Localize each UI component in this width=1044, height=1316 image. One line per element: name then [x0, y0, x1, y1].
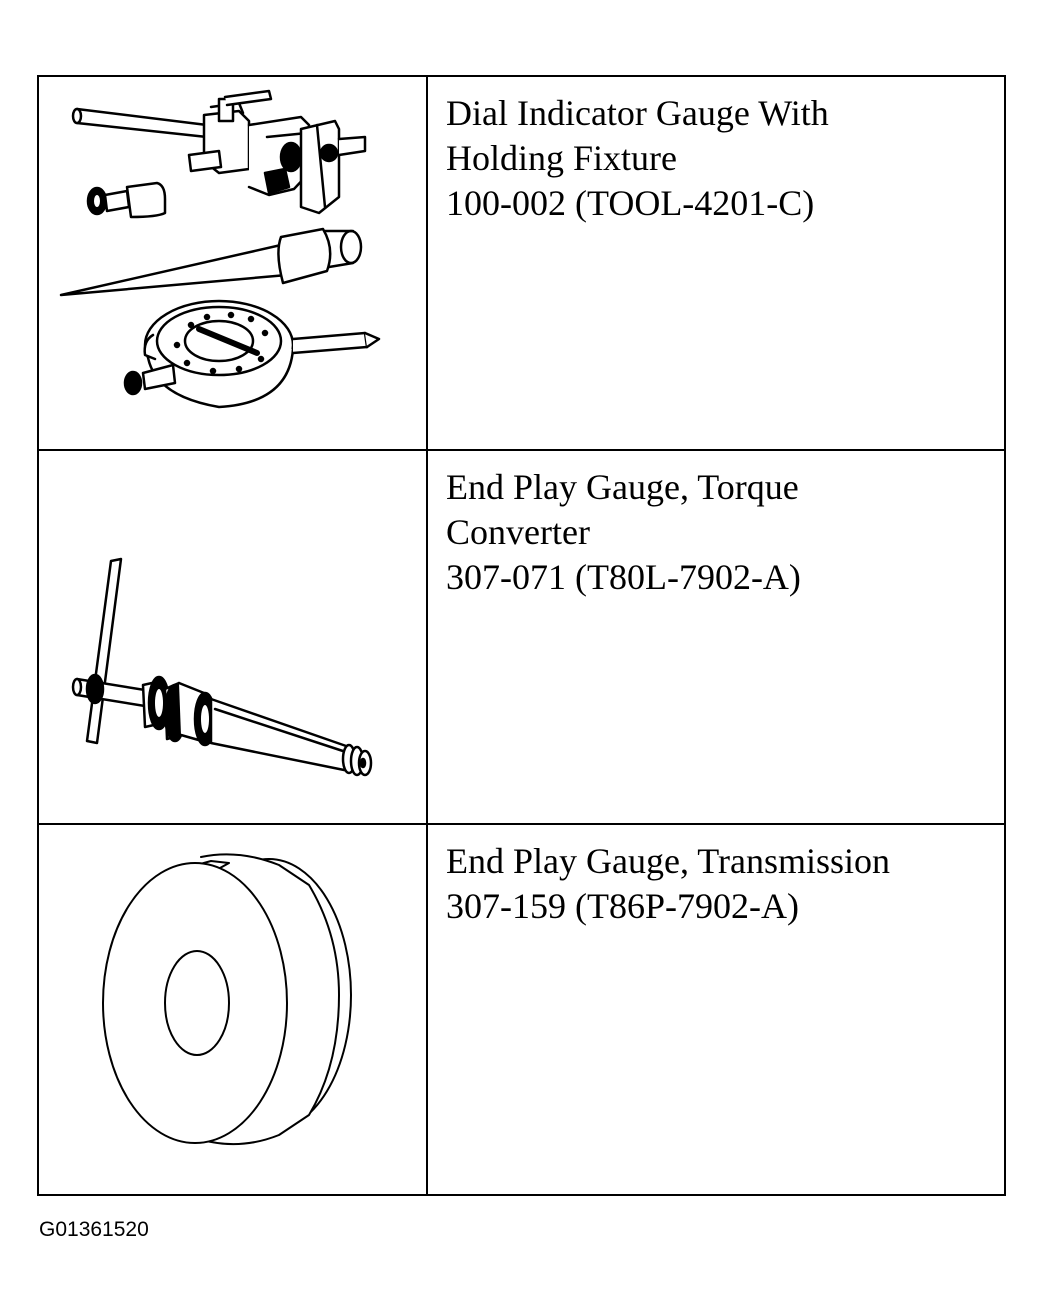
tool-description: Dial Indicator Gauge With Holding Fixtur…	[446, 91, 996, 226]
tool-image-cell	[39, 77, 428, 449]
tool-row: End Play Gauge, Transmission 307-159 (T8…	[39, 825, 1004, 1194]
tool-part-number: 307-071 (T80L-7902-A)	[446, 557, 801, 597]
tool-part-number: 307-159 (T86P-7902-A)	[446, 886, 799, 926]
special-tools-table: Dial Indicator Gauge With Holding Fixtur…	[37, 75, 1006, 1196]
tool-image-cell	[39, 825, 428, 1194]
tool-name-line: Converter	[446, 512, 590, 552]
tool-description: End Play Gauge, Transmission 307-159 (T8…	[446, 839, 996, 929]
dial-indicator-gauge-icon	[59, 89, 381, 409]
tool-name-line: End Play Gauge, Torque	[446, 467, 799, 507]
tool-name-line: Holding Fixture	[446, 138, 677, 178]
end-play-gauge-transmission-icon	[102, 853, 352, 1146]
tool-row: End Play Gauge, Torque Converter 307-071…	[39, 451, 1004, 825]
end-play-gauge-torque-converter-icon	[71, 557, 373, 777]
tool-name-line: Dial Indicator Gauge With	[446, 93, 829, 133]
figure-id: G01361520	[39, 1218, 149, 1241]
tool-name-line: End Play Gauge, Transmission	[446, 841, 891, 881]
tool-part-number: 100-002 (TOOL-4201-C)	[446, 183, 815, 223]
tool-image-cell	[39, 451, 428, 823]
tool-description: End Play Gauge, Torque Converter 307-071…	[446, 465, 996, 600]
tool-row: Dial Indicator Gauge With Holding Fixtur…	[39, 77, 1004, 451]
